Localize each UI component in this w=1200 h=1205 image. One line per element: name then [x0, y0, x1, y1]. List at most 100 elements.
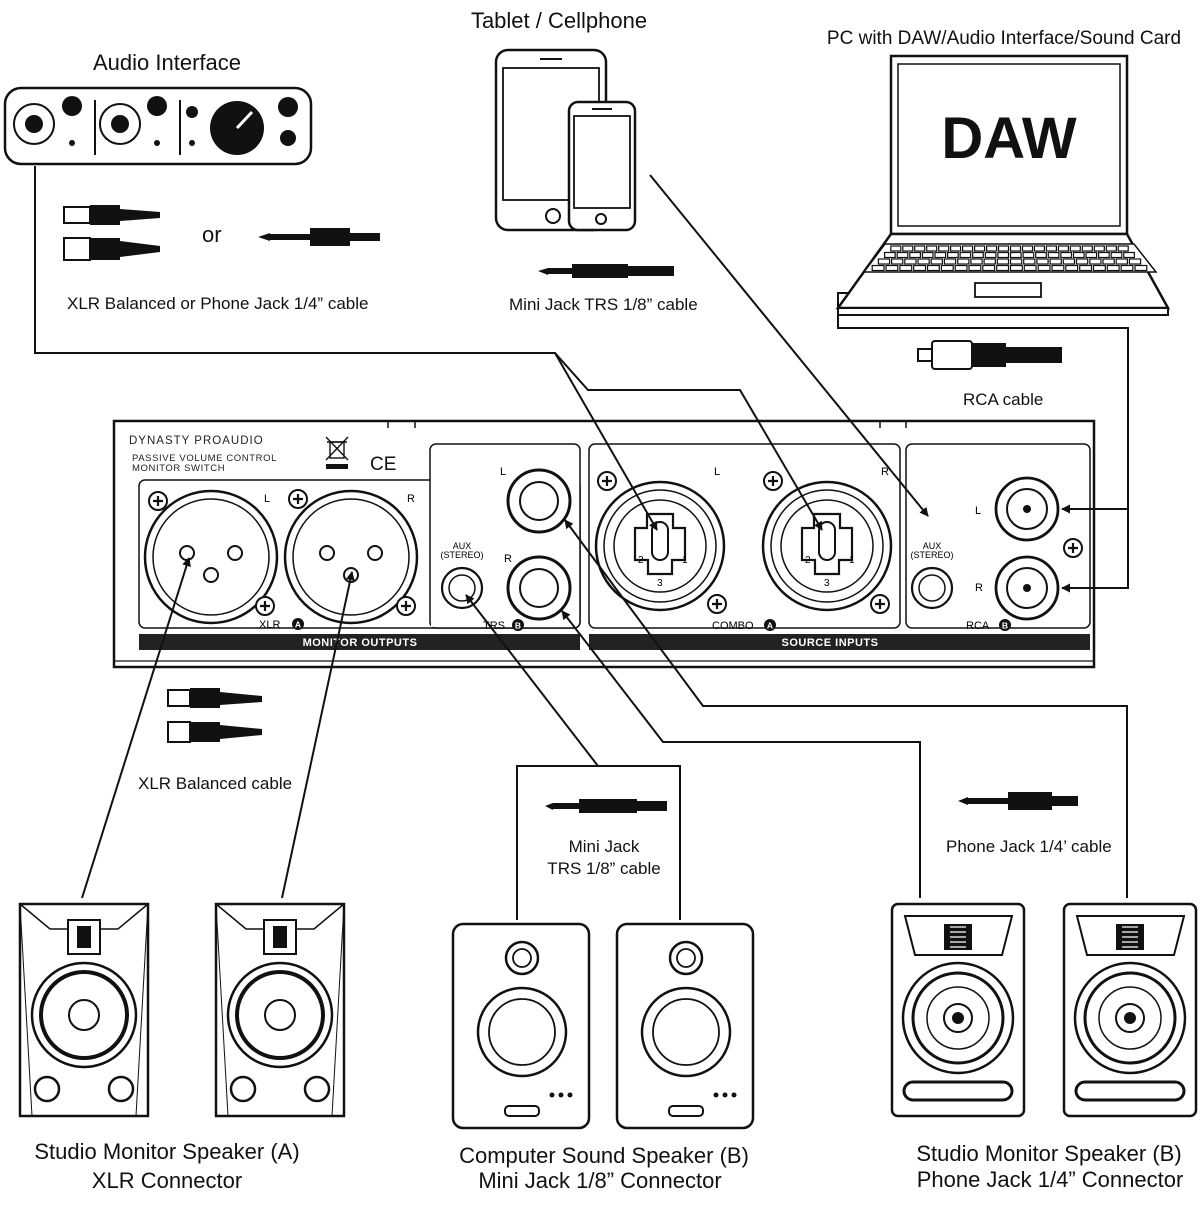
laptop-key — [1120, 264, 1134, 272]
laptop-device — [835, 54, 1171, 316]
laptop-key — [899, 264, 913, 272]
rca-aux-input[interactable] — [910, 566, 954, 610]
laptop-key — [997, 251, 1010, 259]
laptop-key — [973, 245, 986, 252]
xlr-badge: A — [295, 620, 301, 630]
laptop-key — [982, 264, 996, 272]
laptop-key — [1110, 251, 1123, 259]
laptop-key — [1047, 251, 1060, 259]
laptop-key — [1128, 258, 1142, 265]
xlr-cable-icon — [63, 205, 160, 261]
combo-input-left[interactable] — [594, 480, 726, 612]
laptop-key — [1051, 264, 1065, 272]
rca-badge: B — [1002, 621, 1008, 631]
mini-jack-bottom-label-1: Mini Jack — [568, 837, 640, 856]
laptop-key — [954, 264, 968, 272]
laptop-key — [1134, 264, 1148, 272]
laptop-key — [1037, 264, 1051, 272]
laptop-key — [943, 258, 957, 265]
phone-device — [567, 100, 637, 232]
combo-pin3-left: 3 — [657, 578, 663, 589]
combo-pin1-right: 1 — [849, 555, 855, 566]
laptop-key — [946, 251, 959, 259]
speaker-b-studio-caption-line1: Studio Monitor Speaker (B) — [916, 1141, 1182, 1166]
speaker-b-computer-caption-line1: Computer Sound Speaker (B) — [459, 1143, 749, 1168]
xlr-output-right[interactable] — [283, 489, 419, 625]
combo-pin2-right: 2 — [805, 555, 811, 566]
laptop-key — [926, 245, 938, 252]
xlr-cable-icon-lower — [167, 688, 262, 743]
monitor-outputs-label: MONITOR OUTPUTS — [303, 637, 418, 649]
laptop-key — [871, 264, 885, 272]
trs-aux-label: AUX — [453, 541, 472, 551]
laptop-key — [959, 251, 972, 259]
laptop-key — [909, 251, 921, 259]
or-label: or — [202, 222, 222, 247]
mini-jack-cable-icon-top — [538, 264, 674, 278]
computer-speaker-b-right — [615, 922, 755, 1130]
tablet-cellphone-label: Tablet / Cellphone — [470, 8, 648, 33]
trs-aux-input[interactable] — [440, 566, 484, 610]
rca-cable-label: RCA cable — [963, 390, 1044, 409]
laptop-key — [1036, 258, 1049, 265]
combo-l-label: L — [714, 466, 720, 478]
phone-jack-cable-icon — [258, 228, 380, 246]
laptop-key — [934, 251, 947, 259]
studio-monitor-a-right — [214, 902, 346, 1118]
studio-monitor-b-left — [890, 902, 1026, 1118]
laptop-key — [1009, 258, 1023, 265]
rca-cable-icon — [917, 340, 1062, 370]
laptop-key — [904, 258, 917, 265]
weee-bin-icon — [325, 436, 349, 469]
laptop-key — [1089, 258, 1102, 265]
laptop-key — [1033, 245, 1046, 252]
cable-lines — [34, 166, 1129, 920]
laptop-key — [1097, 251, 1110, 259]
speaker-a-caption-line2: XLR Connector — [91, 1168, 243, 1193]
xlr-balanced-cable-label: XLR Balanced cable — [138, 774, 293, 793]
laptop-key — [1057, 245, 1070, 252]
computer-speaker-b-left — [451, 922, 591, 1130]
laptop-key — [949, 245, 962, 252]
laptop-key — [1060, 251, 1073, 259]
trs-output-left[interactable] — [506, 468, 572, 534]
trs-badge: B — [515, 621, 521, 631]
laptop-key — [1079, 264, 1093, 272]
laptop-key — [883, 251, 896, 259]
source-inputs-label: SOURCE INPUTS — [782, 637, 879, 649]
laptop-key — [1092, 264, 1106, 272]
phone-jack-cable-icon-lower — [958, 792, 1078, 810]
panel-model-line2: MONITOR SWITCH — [132, 463, 225, 474]
studio-monitor-a-left — [18, 902, 150, 1118]
laptop-key — [930, 258, 944, 265]
mini-jack-top-cable-label: Mini Jack TRS 1/8” cable — [509, 295, 698, 314]
laptop-key — [1035, 251, 1047, 259]
laptop-key — [1062, 258, 1076, 265]
rca-input-right[interactable] — [994, 555, 1060, 621]
screw-icon — [706, 593, 728, 615]
rca-aux-label: AUX — [923, 541, 942, 551]
laptop-key — [1102, 258, 1115, 265]
studio-monitor-b-right — [1062, 902, 1198, 1118]
screw-icon — [254, 595, 276, 617]
screw-icon — [596, 470, 618, 492]
ce-mark: CE — [370, 454, 396, 475]
laptop-key — [896, 251, 909, 259]
interface-gain-knob-1 — [62, 96, 82, 116]
rca-input-left[interactable] — [994, 476, 1060, 542]
laptop-key — [970, 258, 983, 265]
screw-icon — [1062, 537, 1084, 559]
monitor-switch-panel: DYNASTY PROAUDIO PASSIVE VOLUME CONTROL … — [112, 419, 1096, 669]
laptop-key — [1117, 245, 1129, 252]
laptop-key — [984, 251, 997, 259]
phone-jack-cable-label: Phone Jack 1/4’ cable — [946, 837, 1112, 856]
trs-output-right[interactable] — [506, 555, 572, 621]
laptop-key — [1093, 245, 1105, 252]
laptop-key — [1009, 251, 1022, 259]
laptop-key — [1085, 251, 1098, 259]
laptop-key — [877, 258, 891, 265]
laptop-key — [1115, 258, 1128, 265]
combo-input-right[interactable] — [761, 480, 893, 612]
laptop-key — [968, 264, 982, 272]
